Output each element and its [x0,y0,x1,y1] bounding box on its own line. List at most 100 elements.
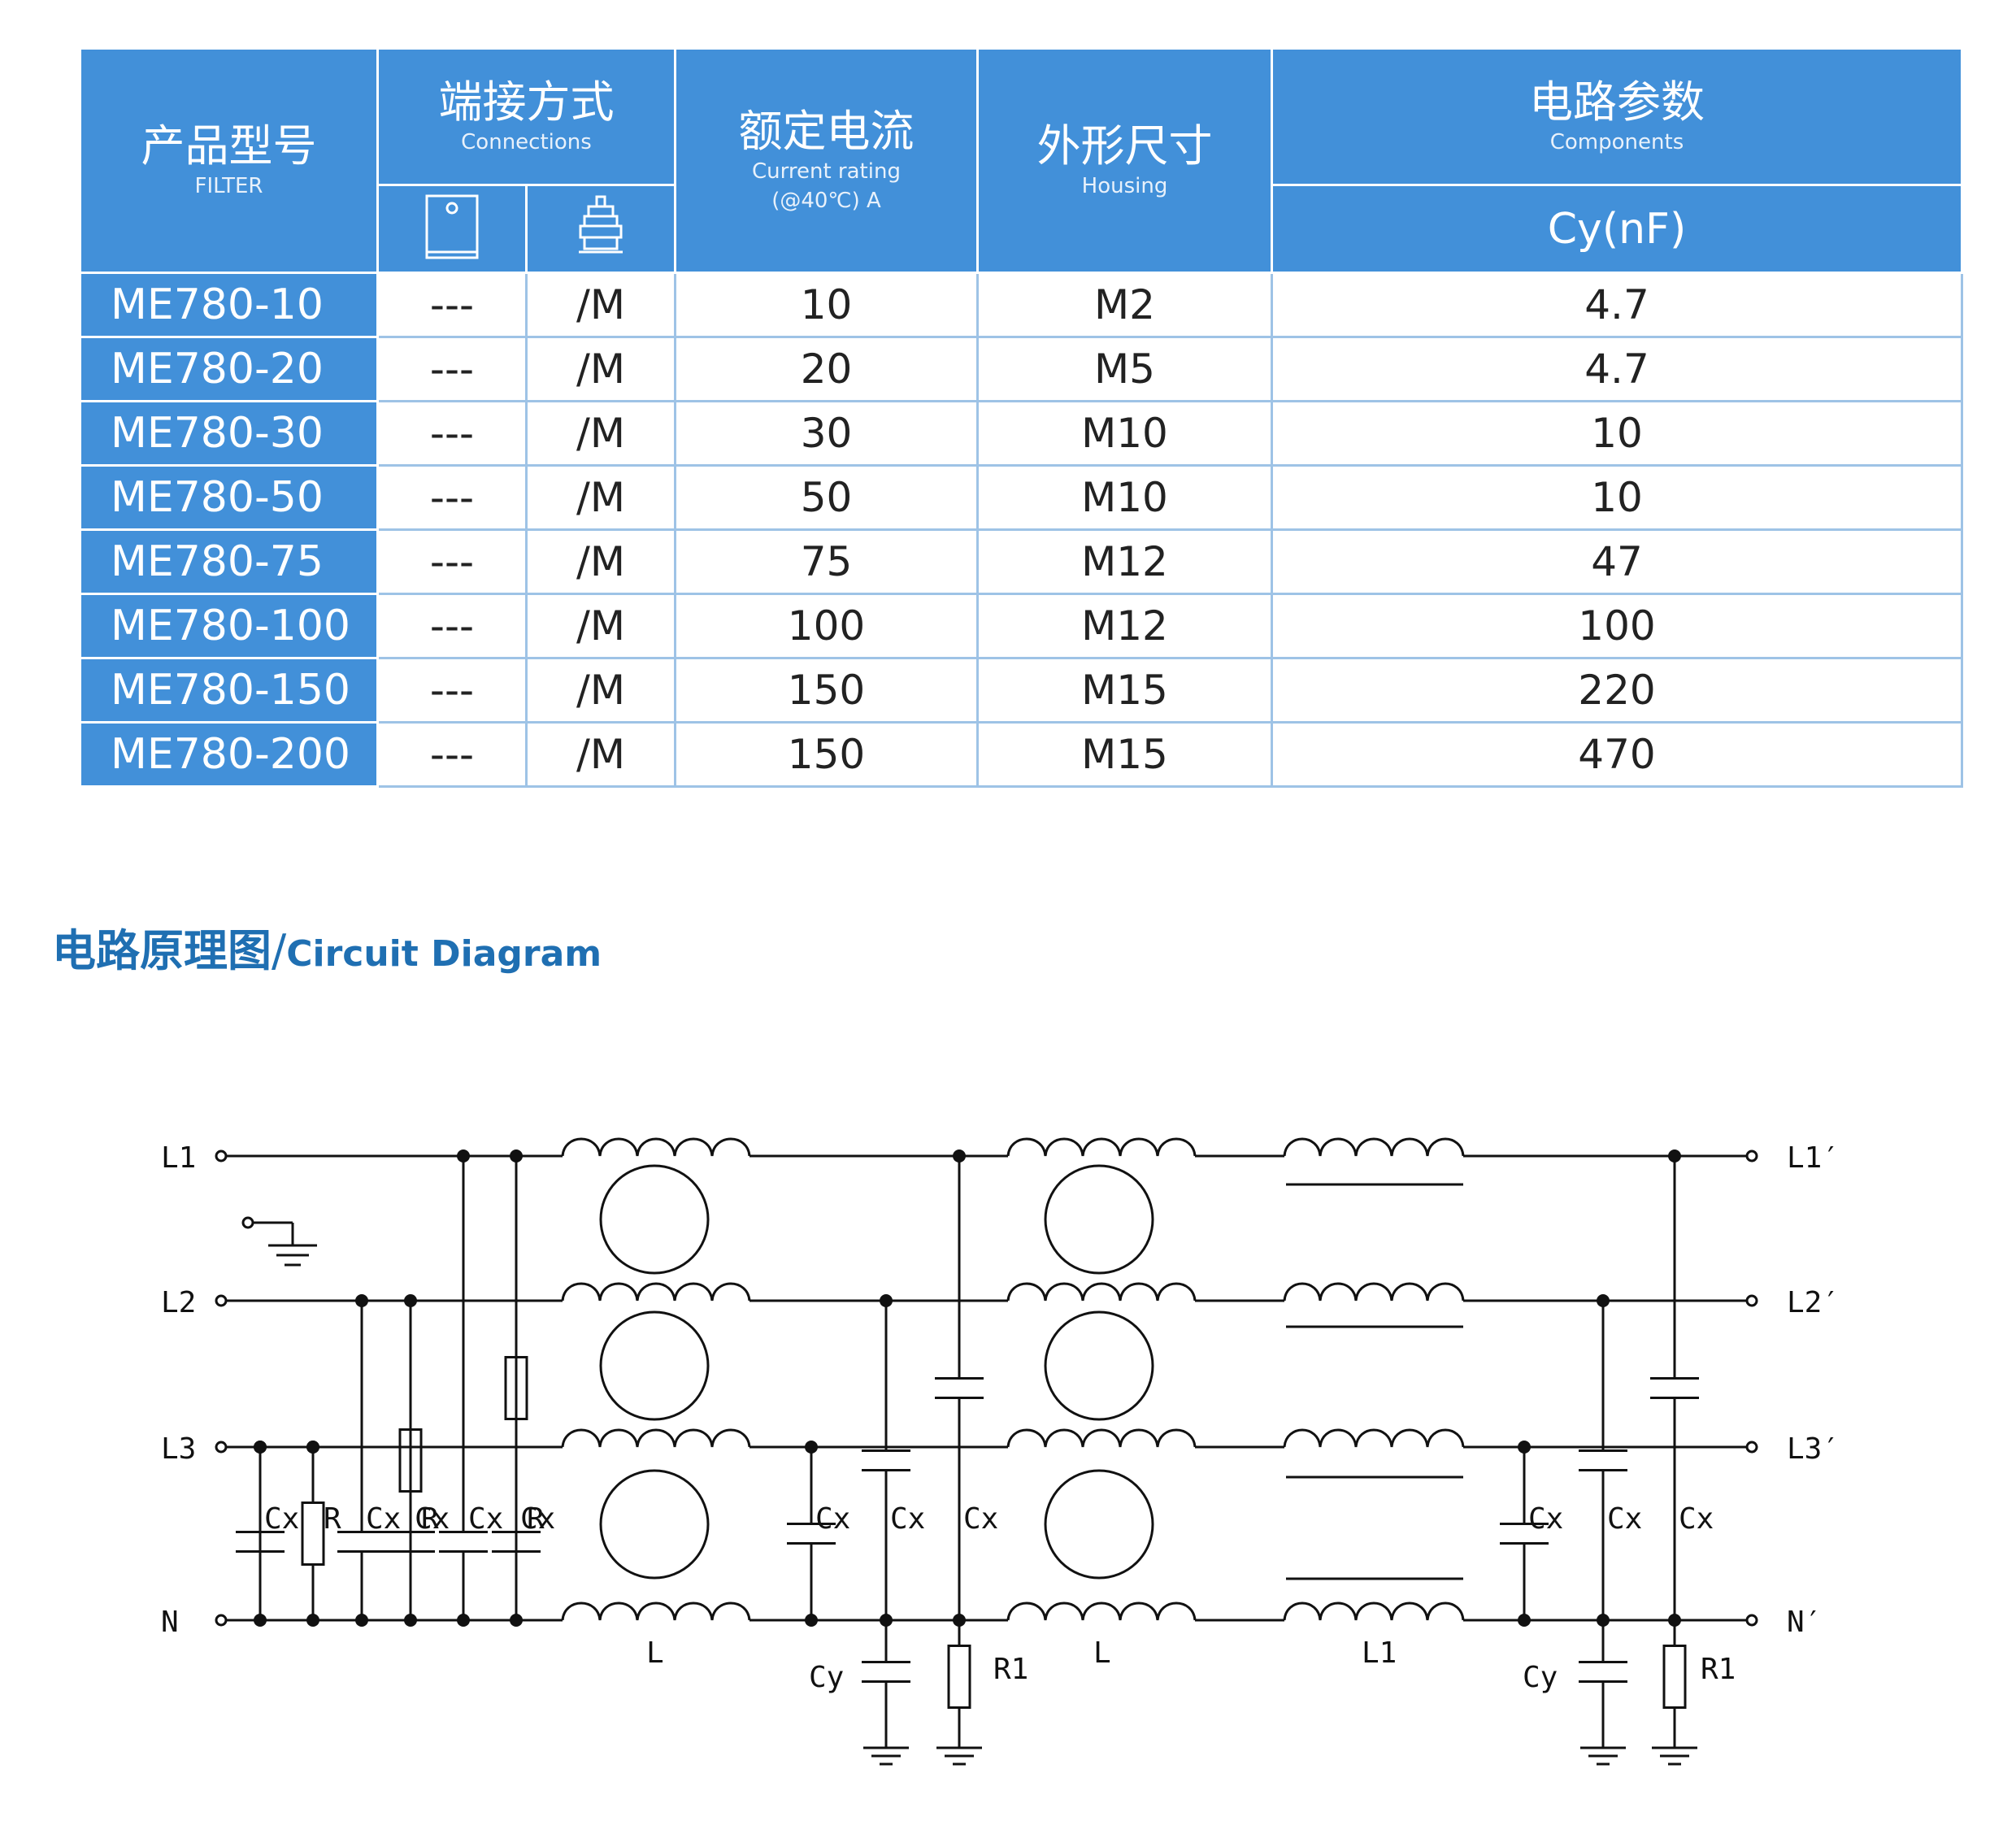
choke-core [599,1469,710,1580]
circuit-wires [221,1154,1752,1766]
res-label: R1 [1701,1653,1736,1686]
junction-dot [306,1614,319,1627]
cap-label: Cx [415,1502,450,1536]
model-cell: ME780-100 [79,593,379,659]
cap-label: Cx [1607,1502,1642,1536]
cy-cell: 470 [1271,721,1963,788]
input-label: N [161,1606,179,1639]
junction-dot [953,1614,966,1627]
header-components: 电路参数 Components [1271,47,1963,186]
stud-terminal-icon [525,184,676,274]
junction-dot [457,1149,470,1163]
junction-dot [880,1294,893,1307]
current-cell: 100 [674,593,979,659]
housing-cell: M10 [976,400,1273,467]
inductor-l1 [1283,1282,1465,1302]
current-cell: 75 [674,528,979,595]
housing-cell: M15 [976,657,1273,724]
choke-coil-2 [1006,1137,1197,1157]
conn1-cell: --- [376,400,528,467]
housing-cell: M2 [976,272,1273,338]
choke-coil-1 [561,1282,751,1302]
cap-label: Cx [890,1502,925,1536]
header-components-en: Components [1549,129,1684,154]
resistor [301,1502,325,1566]
junction-dot [805,1441,818,1454]
model-cell: ME780-150 [79,657,379,724]
header-current: 额定电流 Current rating (@40℃) A [674,47,979,274]
model-cell: ME780-20 [79,336,379,402]
header-cy: Cy(nF) [1271,184,1963,274]
junction-dot [404,1614,417,1627]
conn2-cell: /M [525,721,676,788]
junction-dot [306,1441,319,1454]
conn2-cell: /M [525,336,676,402]
current-cell: 150 [674,657,979,724]
cap-label: Cx [1679,1502,1714,1536]
input-terminal [215,1149,228,1163]
cy-cell: 10 [1271,464,1963,531]
input-terminal [215,1614,228,1627]
conn1-cell: --- [376,336,528,402]
header-housing-en: Housing [1081,173,1168,198]
cap-label: Cx [1528,1502,1563,1536]
conn1-cell: --- [376,464,528,531]
cap-label: Cy [809,1661,844,1694]
cy-cell: 4.7 [1271,272,1963,338]
output-terminal [1745,1441,1758,1454]
choke-coil-2 [1006,1282,1197,1302]
junction-dot [805,1614,818,1627]
model-cell: ME780-75 [79,528,379,595]
choke-coil-2 [1006,1601,1197,1621]
junction-dot [254,1441,267,1454]
output-terminal [1745,1149,1758,1163]
cy-cell: 220 [1271,657,1963,724]
header-current-cn: 额定电流 [738,105,915,157]
header-current-unit: (@40℃) A [771,188,881,213]
conn1-cell: --- [376,593,528,659]
current-cell: 150 [674,721,979,788]
choke-coil-1 [561,1428,751,1448]
section-title-separator: / [272,925,287,976]
housing-cell: M12 [976,593,1273,659]
header-components-cn: 电路参数 [1529,76,1705,128]
cap-label: Cx [815,1502,850,1536]
choke-coil-2 [1006,1428,1197,1448]
junction-dot [404,1294,417,1307]
choke-core [1044,1164,1154,1275]
junction-dot [1597,1294,1610,1307]
res-label: R [527,1502,545,1536]
terminal-block-icon [376,184,528,274]
cy-cell: 100 [1271,593,1963,659]
header-connections: 端接方式 Connections [376,47,676,186]
res-label: R1 [993,1653,1028,1686]
conn2-cell: /M [525,657,676,724]
header-housing-cn: 外形尺寸 [1036,120,1213,172]
output-label: L1′ [1787,1141,1840,1175]
conn1-cell: --- [376,657,528,724]
cy-cell: 10 [1271,400,1963,467]
current-cell: 30 [674,400,979,467]
housing-cell: M15 [976,721,1273,788]
cap-label: Cx [264,1502,299,1536]
circuit-junctions [254,1149,1681,1627]
junction-dot [1668,1149,1681,1163]
resistor [1662,1645,1687,1709]
output-label: N′ [1787,1606,1822,1639]
cy-cell: 47 [1271,528,1963,595]
choke-coil-1 [561,1137,751,1157]
cap-label: Cx [366,1502,401,1536]
input-label: L1 [161,1141,196,1175]
choke-core [599,1310,710,1421]
input-terminal [215,1294,228,1307]
conn1-cell: --- [376,272,528,338]
cap-label: Cx [468,1502,503,1536]
